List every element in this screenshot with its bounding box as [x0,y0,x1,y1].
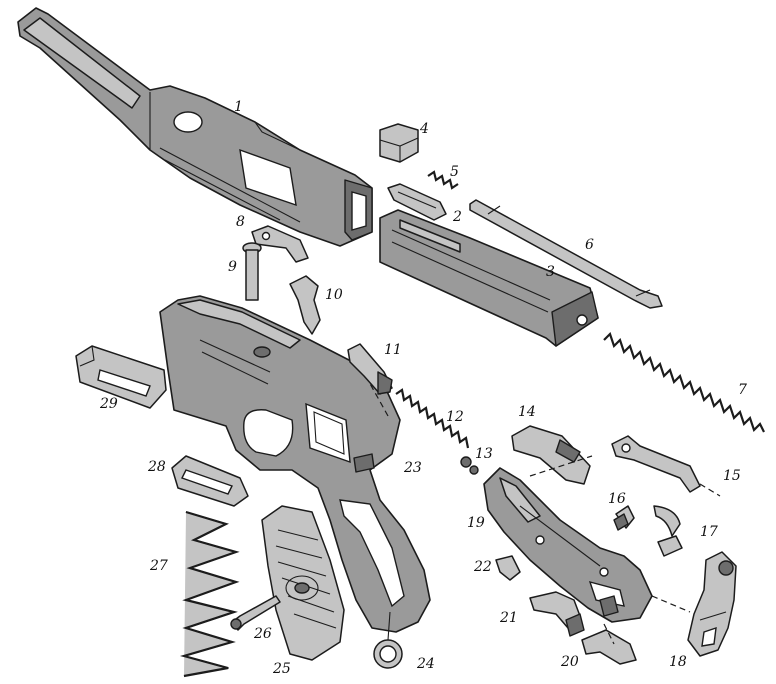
trigger-bar [251,225,309,263]
lanyard-ring [373,611,403,669]
part-number-20: 20 [560,654,579,670]
magazine-floorplate [75,345,167,409]
mainspring [395,388,470,449]
bolt [379,209,599,347]
part-number-10: 10 [325,287,343,303]
part-number-1: 1 [234,99,243,115]
part-number-4: 4 [419,121,429,137]
sear [529,591,585,637]
trigger [289,275,321,335]
part-number-15: 15 [723,468,741,484]
assembly-guide-ejector [699,483,721,497]
lock-frame [483,467,653,623]
magazine-spring [179,510,240,678]
safety-lever [347,343,393,395]
part-number-17: 17 [700,524,718,540]
part-number-22: 22 [473,559,492,575]
part-number-labels: 1 2 3 4 5 6 7 8 9 10 11 12 13 14 15 16 1… [99,99,747,677]
part-number-13: 13 [475,446,493,462]
ejector-spring [611,435,701,493]
hammer-pin-cover [581,629,637,665]
hammer [687,551,737,657]
part-number-29: 29 [99,396,118,412]
recoil-spring [603,331,765,433]
part-number-23: 23 [403,460,422,476]
part-number-12: 12 [446,409,464,425]
part-number-26: 26 [253,626,272,642]
part-number-2: 2 [452,209,462,225]
part-number-9: 9 [228,259,237,275]
magazine-follower [171,455,249,507]
grip-panel [261,505,345,661]
part-number-19: 19 [467,515,485,531]
part-number-3: 3 [546,264,555,280]
small-lever [613,505,635,531]
barrel-extension [17,7,373,247]
part-number-11: 11 [384,342,402,358]
frame [159,295,431,633]
disconnector [495,555,521,581]
firing-pin [469,199,663,309]
part-number-21: 21 [499,610,518,626]
part-number-28: 28 [147,459,166,475]
part-number-16: 16 [608,491,626,507]
part-number-7: 7 [738,382,747,398]
sear-lever [511,425,591,485]
spring-plunger [460,456,479,475]
assembly-guide-lockframe [603,623,615,645]
part-number-24: 24 [416,656,435,672]
part-number-6: 6 [585,237,594,253]
hammer-hook [653,505,683,557]
grip-screw [230,595,281,631]
locking-block [387,183,447,221]
bolt-stop [379,123,419,163]
assembly-guide-frame [367,379,389,417]
pin [242,242,262,301]
assembly-guide-sear [529,455,593,477]
part-number-8: 8 [236,214,245,230]
part-number-18: 18 [669,654,687,670]
assembly-guide-hammer [651,595,691,613]
part-number-14: 14 [518,404,536,420]
part-number-25: 25 [272,661,291,677]
part-number-5: 5 [450,164,459,180]
bolt-stop-spring [427,170,459,190]
part-number-27: 27 [149,558,168,574]
